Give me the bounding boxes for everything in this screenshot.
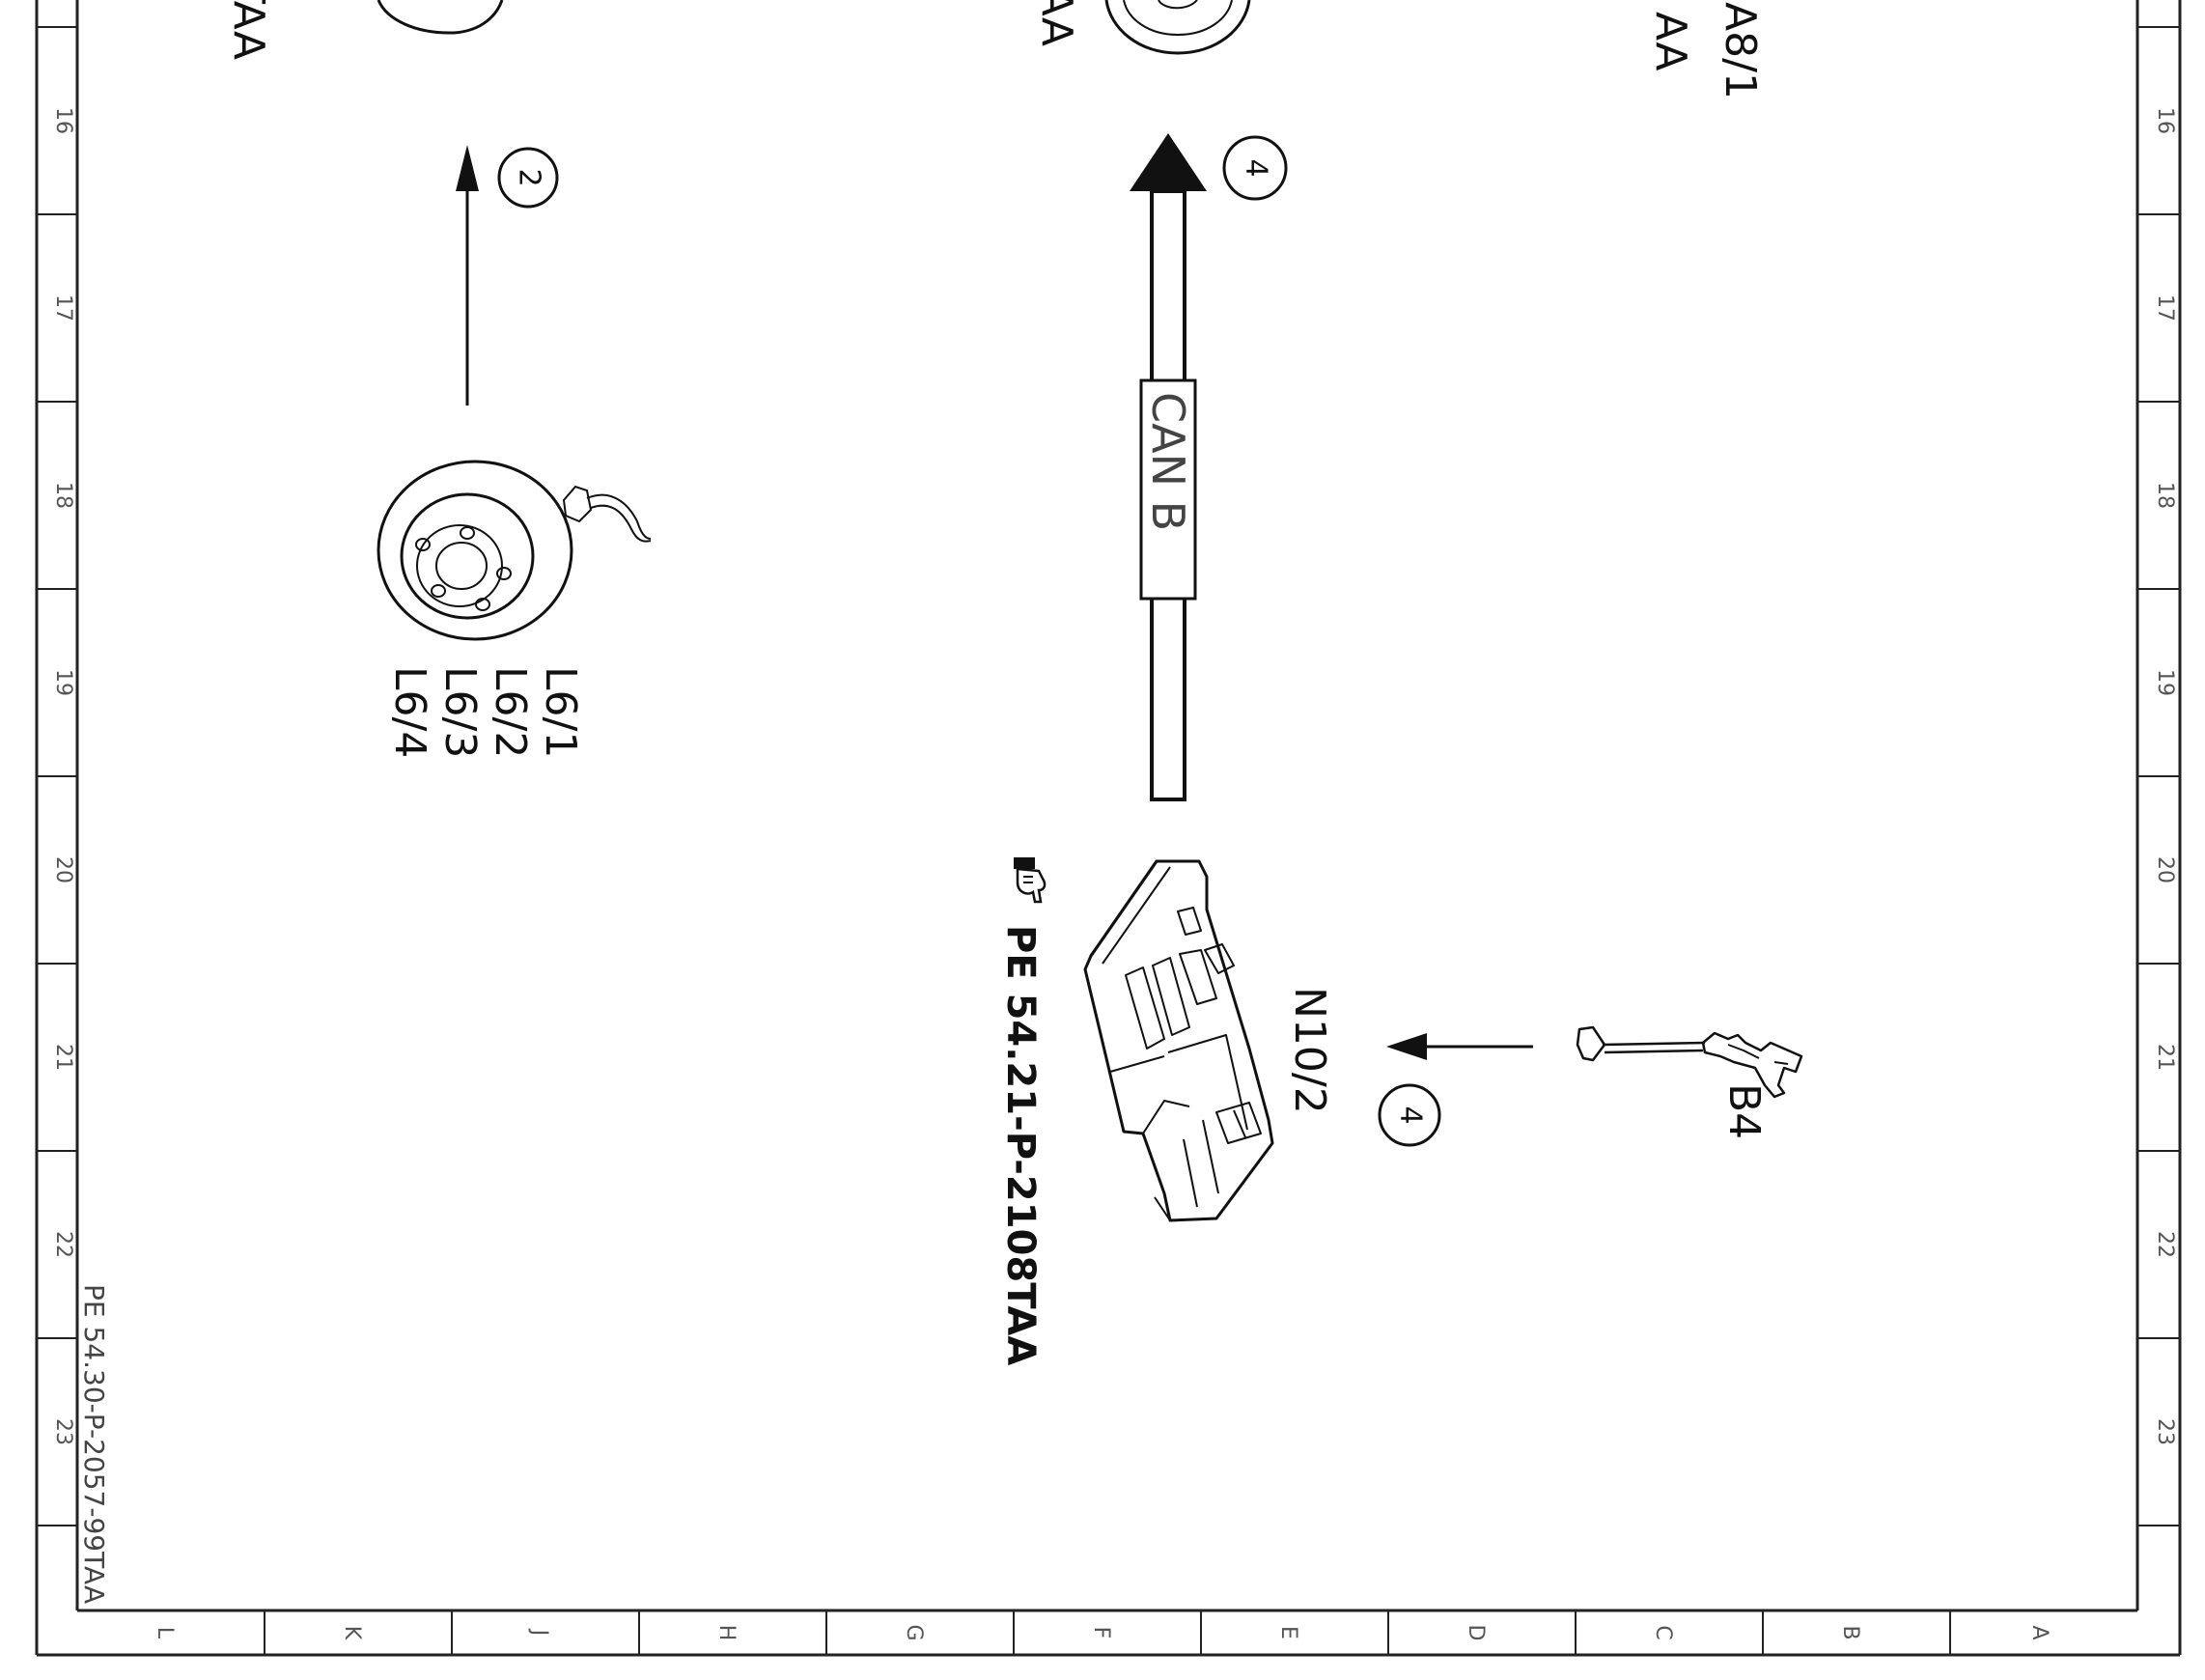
component-label-l6-4: L6/4 [385,666,434,758]
can-bus-arrow [1130,133,1207,801]
column-letter: H [714,1625,739,1641]
l6-arrow [456,145,479,406]
component-label-n10-2: N10/2 [1285,987,1334,1114]
row-number: 21 [2153,1044,2177,1071]
component-label-l6-3: L6/3 [435,666,485,758]
column-letter: F [1089,1627,1113,1639]
component-label-l6-1: L6/1 [536,666,585,758]
column-letter: K [340,1626,364,1640]
drawing-frame [35,0,2182,1657]
callout-b4: 4 [1378,1083,1441,1147]
row-number: 18 [51,482,75,509]
row-number: 22 [51,1231,75,1258]
column-letter: D [1464,1625,1488,1641]
pointing-hand-icon [1014,857,1047,904]
control-unit-n10-2-drawing [1083,859,1274,1222]
row-zone-ticks [37,26,2180,1526]
component-label-l6-2: L6/2 [486,666,535,758]
partial-component-top-left [377,0,504,35]
l6-label-group: L6/1 L6/2 L6/3 L6/4 [385,666,585,758]
partial-label-top-middle: AA [1032,0,1081,46]
column-letter: J [527,1628,551,1637]
can-bus-label: CAN B [1142,392,1194,531]
column-letters: L K J H G F E D C B A [153,1624,2051,1640]
column-letter: A [2027,1625,2051,1639]
callout-number: 2 [513,168,546,186]
column-letter: L [153,1627,177,1639]
column-letter: G [902,1624,926,1640]
column-zone-ticks [264,1610,1951,1655]
callout-number: 4 [1394,1106,1428,1124]
callout-can: 4 [1222,135,1288,201]
row-numbers-right: 16 17 18 19 20 21 22 23 [2153,107,2177,1445]
row-number: 20 [51,856,75,883]
row-number: 23 [51,1418,75,1445]
column-letter: E [1276,1626,1300,1639]
row-number: 17 [2153,294,2177,322]
row-number: 21 [51,1044,75,1071]
b4-sensor-drawing [1576,1025,1803,1099]
row-number: 19 [2153,669,2177,696]
row-number: 16 [51,107,75,134]
callout-number: 4 [1240,158,1273,177]
row-number: 16 [2153,107,2177,134]
row-numbers-left: 16 17 18 19 20 21 22 23 [51,107,75,1445]
wheel-speed-sensor-drawing [377,460,652,641]
column-letter: B [1838,1625,1862,1639]
row-number: 19 [51,669,75,696]
reference-pe-54-21[interactable]: PE 54.21-P-2108TAA [998,925,1043,1365]
row-number: 20 [2153,856,2177,883]
component-label-b4: B4 [1719,1083,1769,1139]
row-number: 18 [2153,482,2177,509]
row-number: 17 [51,294,75,322]
partial-component-top-middle [1104,0,1251,55]
component-label-a8-suffix: AA [1646,12,1695,70]
column-letter: C [1651,1625,1675,1639]
component-label-a8-1: A8/1 [1716,2,1765,99]
row-number: 23 [2153,1418,2177,1445]
row-number: 22 [2153,1231,2177,1258]
document-number: PE 54.30-P-2057-99TAA [78,1284,110,1604]
b4-arrow [1386,1033,1533,1060]
callout-l6: 2 [497,147,559,209]
partial-label-top-left: TAA [224,0,273,60]
